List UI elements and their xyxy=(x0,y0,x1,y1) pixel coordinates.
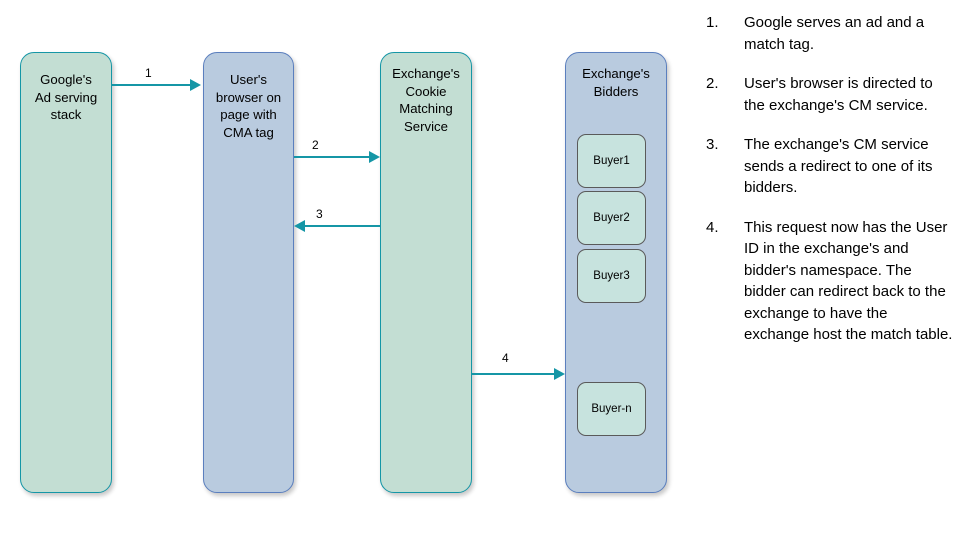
legend-item-1: 1. Google serves an ad and a match tag. xyxy=(706,12,956,55)
legend-item-1-number: 1. xyxy=(706,14,719,31)
node-google-ad-serving-stack-label: Google's Ad serving stack xyxy=(34,72,98,122)
arrow-1-label: 1 xyxy=(145,66,152,80)
node-buyer-3[interactable]: Buyer3 xyxy=(577,249,646,303)
node-buyer-2-label: Buyer2 xyxy=(593,212,630,224)
node-buyer-1-label: Buyer1 xyxy=(593,155,630,167)
arrow-4-arrowhead-icon xyxy=(554,368,565,380)
node-buyer-2[interactable]: Buyer2 xyxy=(577,191,646,245)
legend-item-4-number: 4. xyxy=(706,218,719,236)
arrow-3-label: 3 xyxy=(316,207,323,221)
legend-item-1-text: Google serves an ad and a match tag. xyxy=(744,14,925,53)
arrow-4-label: 4 xyxy=(502,351,509,365)
arrow-3-arrowhead-icon xyxy=(294,220,305,232)
node-buyer-n-label: Buyer-n xyxy=(591,403,632,415)
arrow-1-arrowhead-icon xyxy=(190,79,201,91)
node-google-ad-serving-stack[interactable]: Google's Ad serving stack xyxy=(20,52,112,493)
legend-item-3-number: 3. xyxy=(706,136,719,153)
node-buyer-1[interactable]: Buyer1 xyxy=(577,134,646,188)
arrow-2-arrowhead-icon xyxy=(369,151,380,163)
arrow-1-line xyxy=(112,84,192,86)
numbered-steps-legend: 1. Google serves an ad and a match tag. … xyxy=(706,12,956,364)
node-user-browser-label: User's browser on page with CMA tag xyxy=(215,72,282,140)
arrow-3-line xyxy=(305,225,381,227)
node-buyer-3-label: Buyer3 xyxy=(593,270,630,282)
legend-item-2-number: 2. xyxy=(706,75,719,92)
legend-item-2: 2. User's browser is directed to the exc… xyxy=(706,73,956,116)
node-exchange-cookie-matching-service-label: Exchange's Cookie Matching Service xyxy=(392,66,460,134)
legend-item-3-text: The exchange's CM service sends a redire… xyxy=(744,136,933,196)
node-buyer-n[interactable]: Buyer-n xyxy=(577,382,646,436)
node-exchange-cookie-matching-service[interactable]: Exchange's Cookie Matching Service xyxy=(380,52,472,493)
legend-item-4: 4. This request now has the User ID in t… xyxy=(706,217,956,346)
arrow-2-line xyxy=(294,156,370,158)
arrow-2-label: 2 xyxy=(312,138,319,152)
node-user-browser[interactable]: User's browser on page with CMA tag xyxy=(203,52,294,493)
legend-item-3: 3. The exchange's CM service sends a red… xyxy=(706,134,956,199)
arrow-4-line xyxy=(472,373,555,375)
legend-item-2-text: User's browser is directed to the exchan… xyxy=(744,75,933,114)
node-exchange-bidders-label: Exchange's Bidders xyxy=(582,66,650,99)
legend-item-4-text: This request now has the User ID in the … xyxy=(744,218,953,344)
